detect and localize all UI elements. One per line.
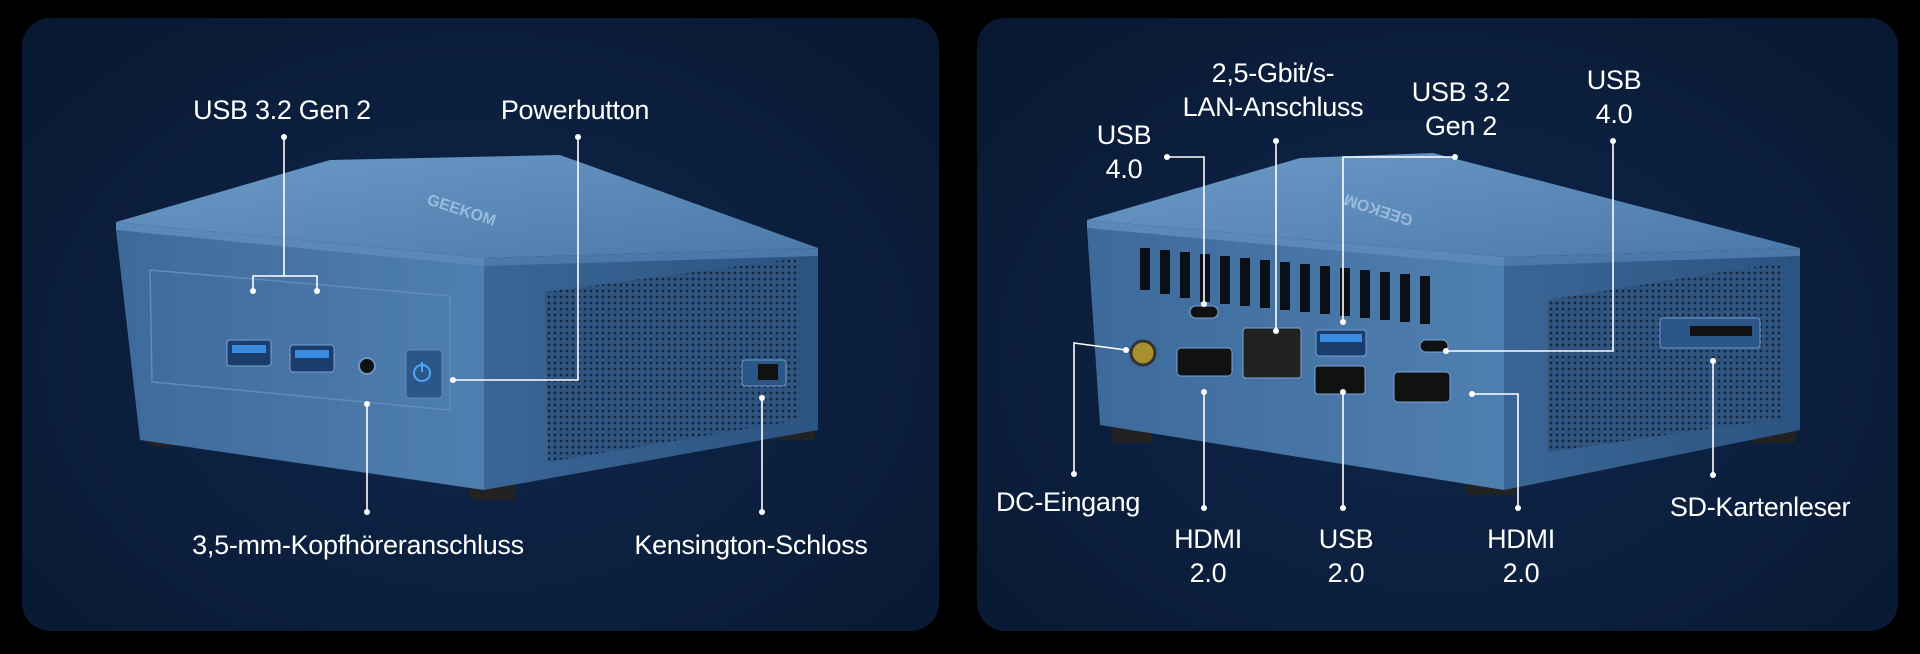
label-usb4-left: USB 4.0: [1097, 118, 1152, 186]
label-line: USB: [1096, 120, 1152, 150]
lan-port: [1242, 327, 1302, 379]
label-line: 2.0: [1189, 558, 1227, 588]
label-lan: 2,5-Gbit/s- LAN-Anschluss: [1183, 56, 1364, 124]
label-hdmi-left: HDMI 2.0: [1174, 522, 1242, 590]
label-line: USB: [1318, 524, 1374, 554]
leader-lines-back: [1073, 141, 1714, 508]
usb-c-port: [1419, 339, 1449, 353]
usb-c-port: [1189, 305, 1219, 319]
label-line: 4.0: [1595, 99, 1633, 129]
label-line: 2,5-Gbit/s-: [1211, 58, 1335, 88]
label-usb4-right: USB 4.0: [1587, 63, 1642, 131]
vent-slots: [1140, 248, 1430, 324]
mini-pc-front: GEEKOM: [116, 155, 818, 500]
dc-jack: [1129, 339, 1157, 367]
label-line: 2.0: [1327, 558, 1365, 588]
label-line: 4.0: [1105, 154, 1143, 184]
audio-jack: [358, 357, 376, 375]
label-powerbutton: Powerbutton: [500, 95, 650, 125]
hdmi-port: [1176, 347, 1233, 377]
power-button: [405, 349, 443, 399]
label-dc-input: DC-Eingang: [995, 487, 1141, 517]
leader-lines-front: [252, 137, 763, 512]
label-line: Gen 2: [1424, 111, 1498, 141]
label-line: 2.0: [1502, 558, 1540, 588]
label-line: USB: [1586, 65, 1642, 95]
label-headphone-jack: 3,5-mm-Kopfhöreranschluss: [192, 530, 524, 560]
label-usb32-front: USB 3.2 Gen 2: [193, 95, 371, 125]
label-sd-reader: SD-Kartenleser: [1669, 492, 1851, 522]
label-usb2: USB 2.0: [1319, 522, 1374, 590]
label-line: HDMI: [1174, 524, 1242, 554]
label-line: HDMI: [1487, 524, 1555, 554]
label-line: USB 3.2: [1411, 77, 1511, 107]
label-hdmi-right: HDMI 2.0: [1487, 522, 1555, 590]
label-kensington: Kensington-Schloss: [634, 530, 868, 560]
hdmi-port: [1393, 371, 1451, 403]
usb-a-port: [289, 344, 335, 373]
usb-a-port: [1315, 329, 1367, 357]
label-line: LAN-Anschluss: [1182, 92, 1364, 122]
label-usb32-back: USB 3.2 Gen 2: [1411, 75, 1511, 143]
usb-a-port: [1314, 365, 1366, 395]
mini-pc-back: GEEKOM: [1087, 153, 1800, 495]
